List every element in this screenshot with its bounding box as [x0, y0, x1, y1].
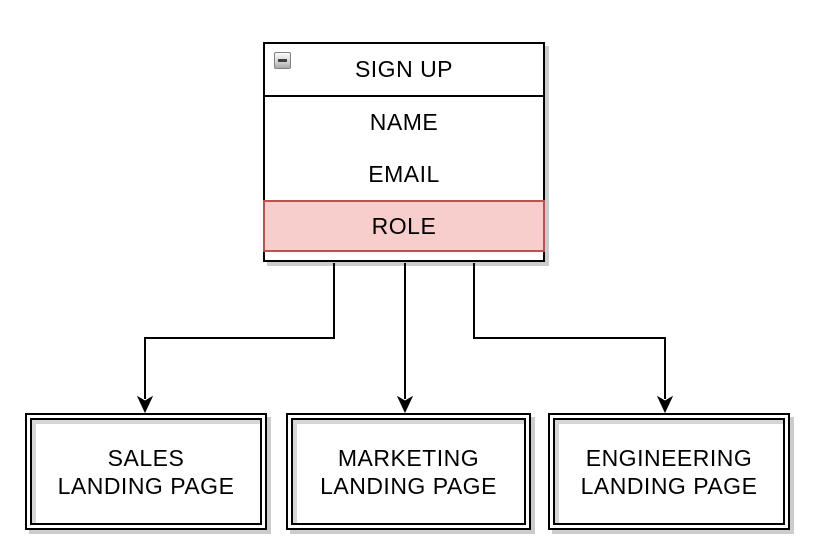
arrowhead-sales — [136, 395, 154, 414]
row-email-label: EMAIL — [368, 160, 440, 187]
sales-label-line2: LANDING PAGE — [57, 472, 235, 499]
connector-engineering[interactable] — [473, 263, 666, 399]
marketing-landing-page-shape[interactable]: MARKETING LANDING PAGE — [286, 413, 531, 530]
collapse-icon[interactable] — [274, 52, 291, 69]
sales-label-line1: SALES — [107, 444, 185, 471]
row-name-label: NAME — [369, 109, 439, 135]
arrowhead-engineering — [656, 395, 674, 414]
sales-landing-page-shape[interactable]: SALES LANDING PAGE — [25, 413, 267, 530]
connector-sales[interactable] — [144, 263, 335, 399]
row-name[interactable]: NAME — [265, 97, 543, 148]
sales-landing-page-inner: SALES LANDING PAGE — [30, 418, 262, 525]
signup-title: SIGN UP — [354, 56, 454, 82]
arrowhead-marketing — [396, 395, 414, 414]
marketing-label-line1: MARKETING — [337, 444, 480, 471]
row-email[interactable]: EMAIL — [265, 148, 543, 200]
engineering-landing-page-inner: ENGINEERING LANDING PAGE — [553, 418, 785, 525]
engineering-label-line2: LANDING PAGE — [580, 472, 758, 499]
signup-table-header: SIGN UP — [265, 44, 543, 97]
row-role-label: ROLE — [371, 212, 437, 239]
marketing-landing-page-inner: MARKETING LANDING PAGE — [291, 418, 526, 525]
engineering-label-line1: ENGINEERING — [585, 444, 753, 471]
engineering-landing-page-shape[interactable]: ENGINEERING LANDING PAGE — [548, 413, 790, 530]
minus-glyph — [278, 59, 287, 62]
marketing-label-line2: LANDING PAGE — [320, 472, 497, 499]
row-role-highlighted[interactable]: ROLE — [263, 200, 545, 252]
signup-table-shape[interactable]: SIGN UP NAME EMAIL ROLE — [263, 42, 545, 262]
